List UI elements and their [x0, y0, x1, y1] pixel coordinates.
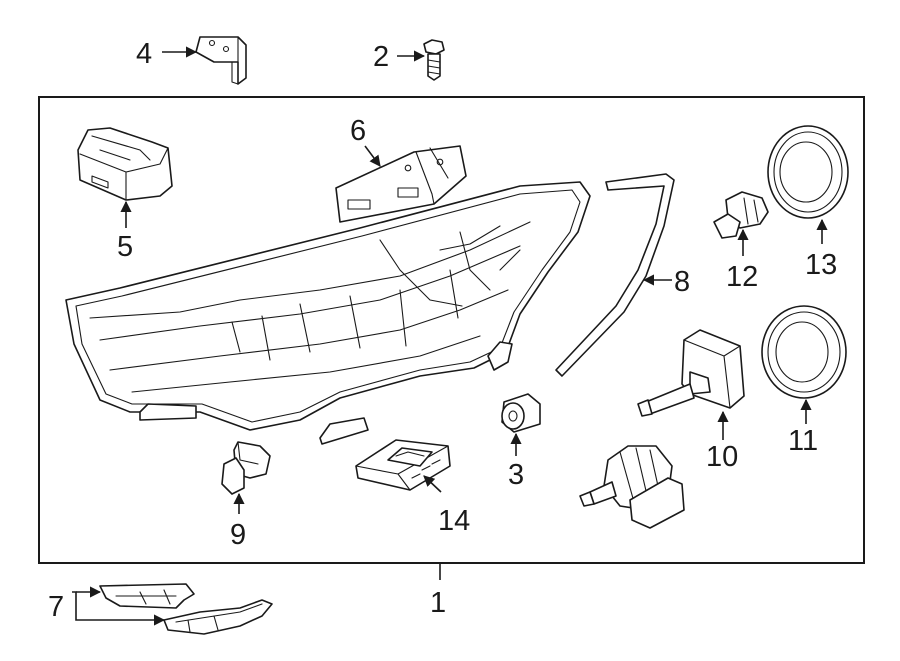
callout-11: 11 [788, 425, 818, 457]
dust-cap-lower-part[interactable] [761, 305, 847, 399]
callout-12: 12 [726, 261, 758, 293]
mounting-bracket-part[interactable] [335, 145, 467, 223]
callout-2: 2 [373, 41, 389, 73]
ballast-module-part[interactable] [355, 439, 451, 491]
callout-5: 5 [117, 231, 133, 263]
bulb-socket-small-part[interactable] [713, 191, 769, 239]
control-module-part[interactable] [77, 127, 173, 201]
callout-10: 10 [706, 441, 738, 473]
seal-strip-part[interactable] [555, 173, 675, 377]
side-brackets-part[interactable] [99, 583, 273, 635]
callout-4: 4 [136, 38, 152, 70]
plug-part[interactable] [221, 441, 271, 495]
dust-cap-upper-part[interactable] [767, 125, 849, 219]
xenon-bulb-part[interactable] [637, 329, 745, 417]
bracket-part[interactable] [195, 36, 247, 85]
callout-1: 1 [430, 587, 446, 619]
callout-7: 7 [48, 591, 64, 623]
callout-8: 8 [674, 266, 690, 298]
halogen-bulb-socket-part[interactable] [579, 445, 685, 529]
assembly-frame [38, 96, 865, 564]
bushing-part[interactable] [501, 393, 541, 433]
headlamp-housing[interactable] [65, 181, 591, 445]
bolt-part[interactable] [423, 39, 445, 81]
callout-6: 6 [350, 115, 366, 147]
callout-14: 14 [438, 505, 470, 537]
callout-13: 13 [805, 249, 837, 281]
callout-3: 3 [508, 459, 524, 491]
callout-9: 9 [230, 519, 246, 551]
